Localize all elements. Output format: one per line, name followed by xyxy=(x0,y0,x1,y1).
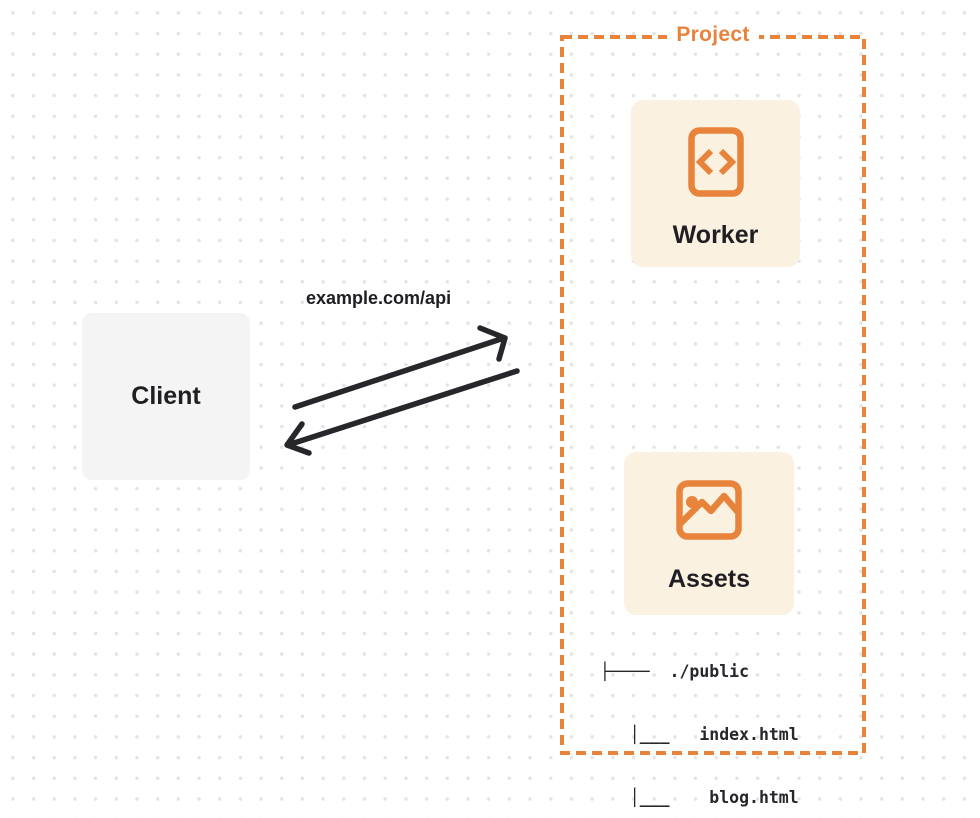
project-label: Project xyxy=(667,23,759,47)
tree-line-public: ├──── ./public xyxy=(600,662,750,681)
client-node: Client xyxy=(82,313,250,480)
code-file-icon xyxy=(687,127,744,197)
assets-label: Assets xyxy=(668,565,750,593)
request-arrow xyxy=(292,325,508,410)
worker-label: Worker xyxy=(672,221,759,249)
response-arrow xyxy=(284,368,520,456)
project-label-container: Project xyxy=(560,23,866,47)
tree-line-index: │___ index.html xyxy=(600,725,799,744)
image-icon xyxy=(676,480,742,540)
tree-line-blog: │___ blog.html xyxy=(600,788,799,807)
assets-node: Assets xyxy=(624,452,794,615)
client-label: Client xyxy=(131,382,201,410)
request-url-label: example.com/api xyxy=(306,288,452,308)
worker-node: Worker xyxy=(631,100,800,267)
assets-file-tree: ├──── ./public │___ index.html │___ blog… xyxy=(600,619,799,818)
